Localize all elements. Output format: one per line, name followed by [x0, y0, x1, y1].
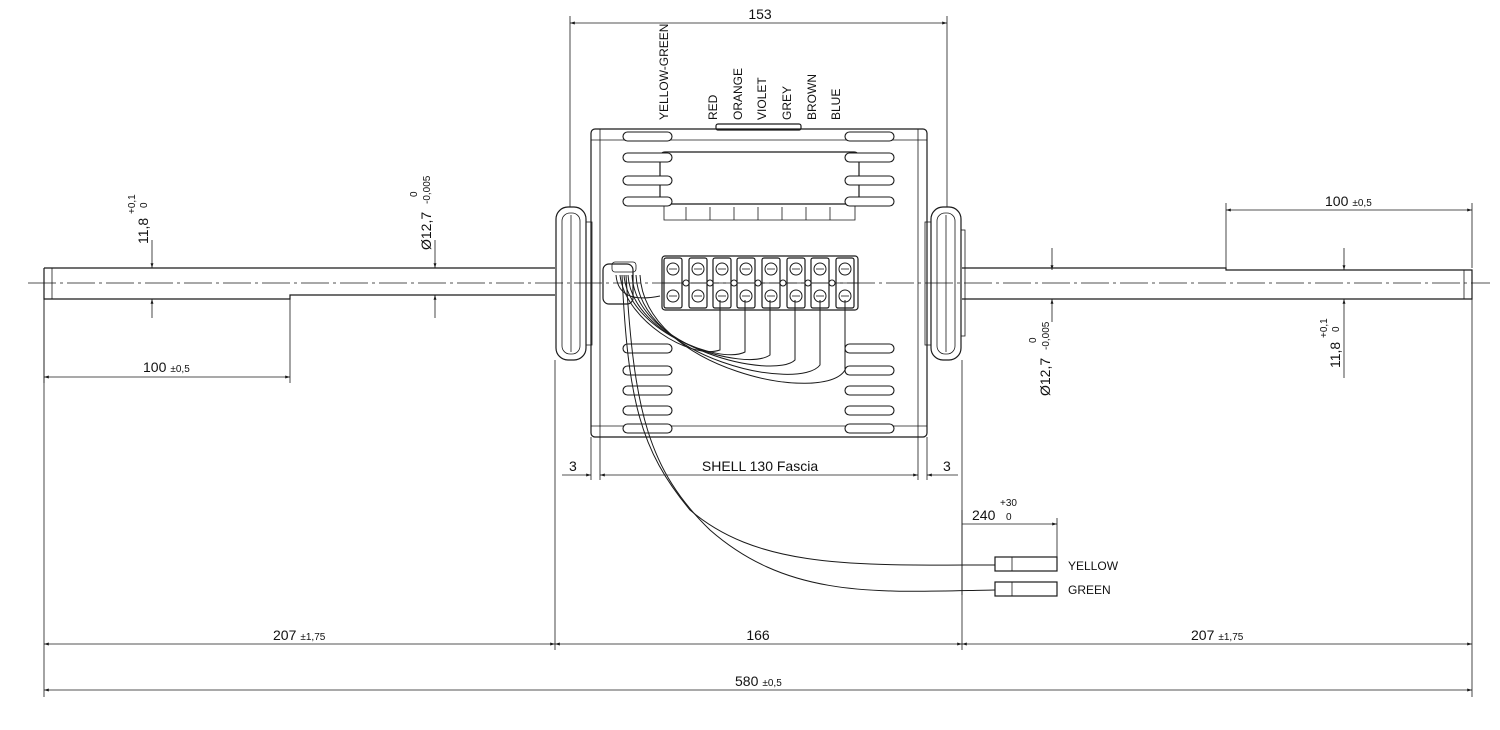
dim-left-step-dia: 11,8 +0,1 0	[127, 194, 151, 244]
dim-shell-label: SHELL 130 Fascia	[702, 458, 818, 474]
svg-text:0: 0	[139, 202, 150, 208]
vent-slot	[622, 175, 673, 186]
lead-label-green: GREEN	[1068, 583, 1111, 597]
label-brown: BROWN	[805, 74, 819, 120]
vent-slot	[844, 405, 895, 416]
label-red: RED	[706, 94, 720, 120]
terminal-labels: YELLOW-GREEN RED ORANGE VIOLET GREY BROW…	[657, 24, 843, 120]
dim-lead-tol-upper: +30	[1000, 498, 1017, 509]
dim-overall: 580±0,5	[735, 673, 782, 689]
svg-text:Ø12,7: Ø12,7	[418, 212, 434, 250]
dim-motor-body: 166	[746, 627, 770, 643]
vent-slot	[844, 131, 895, 142]
vent-slot	[622, 405, 673, 416]
label-yellow-green: YELLOW-GREEN	[657, 24, 671, 120]
dim-lead-length: 240	[972, 507, 996, 523]
vent-slot	[844, 175, 895, 186]
vent-slot	[844, 343, 895, 354]
svg-text:Ø12,7: Ø12,7	[1037, 358, 1053, 396]
dim-out-right: 207±1,75	[1191, 627, 1244, 643]
vent-slot	[622, 196, 673, 207]
vent-slot	[622, 385, 673, 396]
label-orange: ORANGE	[731, 68, 745, 120]
label-grey: GREY	[780, 86, 794, 120]
vent-slot	[622, 131, 673, 142]
svg-text:+0,1: +0,1	[1319, 318, 1330, 338]
svg-text:0: 0	[409, 191, 420, 197]
lead-label-yellow: YELLOW	[1068, 559, 1119, 573]
dim-right-shaft-dia: Ø12,7 0 -0,005	[1028, 321, 1053, 396]
svg-text:11,8: 11,8	[135, 218, 151, 244]
dim-lead-tol-lower: 0	[1006, 512, 1012, 523]
terminal-rivet	[754, 279, 762, 287]
svg-text:0: 0	[1331, 326, 1342, 332]
terminal-block	[661, 255, 859, 311]
terminal-rivet	[828, 279, 836, 287]
dim-left-shaft-dia: Ø12,7 0 -0,005	[409, 175, 434, 250]
terminal-rivet	[682, 279, 690, 287]
svg-text:0: 0	[1028, 337, 1039, 343]
vent-slot	[622, 343, 673, 354]
svg-text:-0,005: -0,005	[1041, 321, 1052, 350]
terminal-rivet	[706, 279, 714, 287]
terminal-rivet	[779, 279, 787, 287]
svg-text:-0,005: -0,005	[422, 175, 433, 204]
dim-right-step-dia: 11,8 +0,1 0	[1319, 318, 1343, 368]
svg-text:11,8: 11,8	[1327, 342, 1343, 368]
terminal-rivet	[730, 279, 738, 287]
vent-slot	[844, 196, 895, 207]
dim-left-shaft: 100±0,5	[143, 359, 190, 375]
vent-slot	[844, 423, 895, 434]
vent-slot	[844, 365, 895, 376]
label-blue: BLUE	[829, 89, 843, 120]
dim-gap-left: 3	[569, 458, 577, 474]
label-violet: VIOLET	[755, 77, 769, 120]
vent-slot	[844, 152, 895, 163]
dim-out-left: 207±1,75	[273, 627, 326, 643]
terminal-cell	[663, 257, 683, 309]
dim-shell-width: 153	[748, 6, 772, 22]
terminal-rivet	[804, 279, 812, 287]
dim-right-shaft: 100±0,5	[1325, 193, 1372, 209]
wire-bundle	[602, 261, 1058, 597]
dim-gap-right: 3	[943, 458, 951, 474]
vent-slot	[844, 385, 895, 396]
svg-text:+0,1: +0,1	[127, 194, 138, 214]
vent-slot	[622, 152, 673, 163]
